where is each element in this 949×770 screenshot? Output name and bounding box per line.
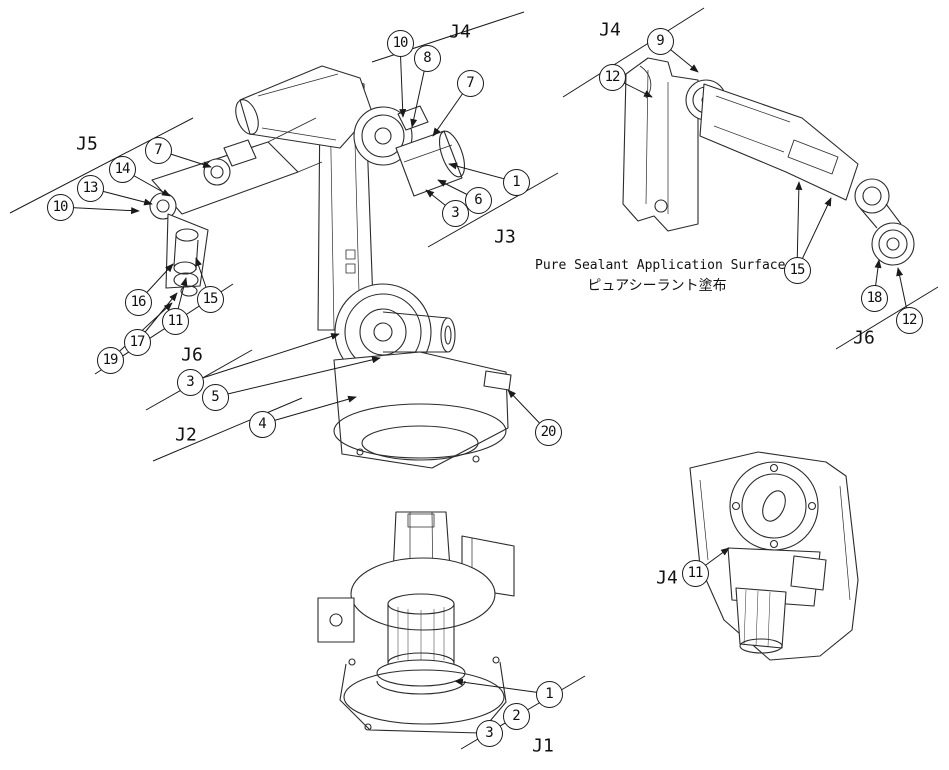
- callout-balloon-7-6: 7: [144, 136, 172, 164]
- callout-balloon-12-20: 12: [598, 63, 626, 91]
- callout-balloon-9-19: 9: [646, 27, 674, 55]
- callout-number: 3: [186, 374, 195, 390]
- callout-balloon-10-0: 10: [386, 29, 414, 57]
- callout-balloon-11-27: 11: [681, 559, 709, 587]
- callout-number: 2: [512, 708, 521, 724]
- callout-number: 5: [211, 389, 220, 405]
- callout-balloon-2-25: 2: [502, 702, 530, 730]
- callout-number: 18: [866, 290, 883, 306]
- callout-balloon-3-5: 3: [441, 199, 469, 227]
- joint-label-j6-4: J6: [181, 344, 203, 366]
- robot-overview-drawing: [149, 65, 512, 469]
- joint-label-j4-2: J4: [599, 19, 621, 41]
- callout-number: 15: [789, 262, 806, 278]
- joint-label-j4-8: J4: [656, 567, 678, 589]
- callout-balloon-15-12: 15: [196, 285, 224, 313]
- joint-label-j2-5: J2: [175, 424, 197, 446]
- callout-balloon-7-2: 7: [456, 69, 484, 97]
- callout-number: 7: [466, 75, 475, 91]
- j4-detail-drawing: [689, 451, 859, 661]
- callout-number: 16: [130, 294, 147, 310]
- base-unit-drawing: [317, 511, 515, 734]
- callout-number: 12: [901, 312, 918, 328]
- callout-number: 13: [82, 180, 99, 196]
- callout-balloon-18-22: 18: [860, 284, 888, 312]
- sealant-note: Pure Sealant Application Surface ピュアシーラン…: [535, 258, 786, 295]
- callout-number: 4: [258, 416, 267, 432]
- callout-balloon-6-4: 6: [464, 186, 492, 214]
- callout-number: 10: [52, 199, 69, 215]
- callout-number: 6: [474, 192, 483, 208]
- joint-label-j5-0: J5: [76, 133, 98, 155]
- callout-balloon-1-3: 1: [502, 168, 530, 196]
- sealant-note-ja: ピュアシーラント塗布: [587, 278, 727, 294]
- callout-balloon-1-24: 1: [535, 680, 563, 708]
- callout-number: 10: [392, 35, 409, 51]
- callout-balloon-4-17: 4: [248, 410, 276, 438]
- callout-balloon-20-18: 20: [534, 418, 562, 446]
- callout-balloon-19-14: 19: [96, 346, 124, 374]
- callout-balloon-3-26: 3: [475, 719, 503, 747]
- wrist-unit-drawing: [622, 57, 915, 266]
- callout-number: 11: [687, 565, 704, 581]
- callout-balloon-17-13: 17: [123, 328, 151, 356]
- callout-balloon-12-23: 12: [895, 306, 923, 334]
- callout-number: 3: [451, 205, 460, 221]
- joint-label-j6-6: J6: [853, 327, 875, 349]
- callout-number: 8: [423, 50, 432, 66]
- callout-number: 14: [114, 161, 131, 177]
- callout-balloon-14-7: 14: [108, 155, 136, 183]
- callout-number: 11: [167, 313, 184, 329]
- callout-number: 15: [202, 291, 219, 307]
- callout-balloon-11-11: 11: [161, 307, 189, 335]
- callout-number: 20: [540, 424, 557, 440]
- callout-number: 17: [129, 334, 146, 350]
- joint-label-j1-7: J1: [532, 735, 554, 757]
- callout-number: 12: [604, 69, 621, 85]
- callout-balloon-10-9: 10: [46, 193, 74, 221]
- joint-label-j3-3: J3: [494, 226, 516, 248]
- callout-balloon-3-15: 3: [176, 368, 204, 396]
- callout-balloon-5-16: 5: [201, 383, 229, 411]
- callout-number: 1: [512, 174, 521, 190]
- callout-number: 9: [656, 33, 665, 49]
- callout-balloon-8-1: 8: [413, 44, 441, 72]
- callout-number: 19: [102, 352, 119, 368]
- callout-number: 3: [485, 725, 494, 741]
- callout-balloon-16-10: 16: [124, 288, 152, 316]
- callout-balloon-15-21: 15: [783, 256, 811, 284]
- callout-number: 1: [545, 686, 554, 702]
- joint-label-j4-1: J4: [449, 21, 471, 43]
- sealant-note-en: Pure Sealant Application Surface: [535, 258, 786, 273]
- callout-number: 7: [154, 142, 163, 158]
- callout-balloon-13-8: 13: [76, 174, 104, 202]
